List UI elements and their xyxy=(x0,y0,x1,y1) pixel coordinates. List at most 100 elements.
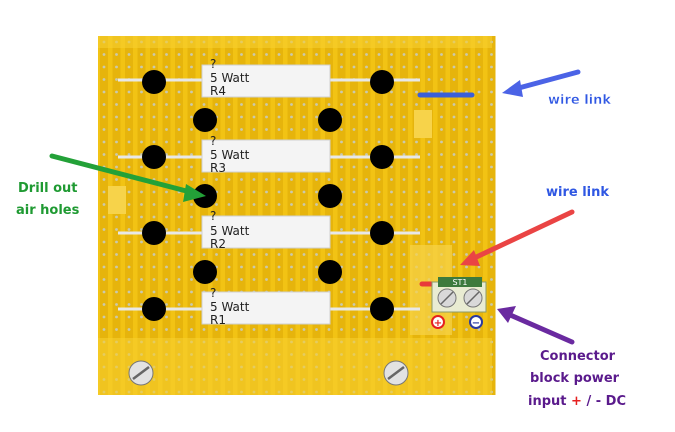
solder-pad xyxy=(190,53,193,56)
solder-pad xyxy=(215,178,218,181)
solder-pad xyxy=(365,228,368,231)
solder-pad xyxy=(477,203,481,206)
solder-pad xyxy=(465,53,468,56)
solder-pad xyxy=(127,115,131,119)
solder-pad xyxy=(227,190,231,194)
solder-pad xyxy=(452,115,456,119)
solder-pad xyxy=(465,215,468,219)
solder-pad xyxy=(302,253,306,256)
connector-label-line3: input + / - DC xyxy=(528,394,626,409)
solder-pad xyxy=(352,190,356,194)
solder-pad xyxy=(465,328,468,331)
solder-pad xyxy=(127,103,131,106)
resistor-rating: 5 Watt xyxy=(210,300,250,314)
solder-pad xyxy=(190,215,193,219)
connector-label-input: input xyxy=(528,394,571,409)
solder-pad xyxy=(177,228,181,231)
solder-pad xyxy=(140,90,143,94)
solder-pad xyxy=(452,128,456,131)
solder-pad xyxy=(165,303,168,306)
solder-pad xyxy=(427,165,431,169)
solder-pad xyxy=(377,65,381,69)
solder-pad-block xyxy=(108,186,126,214)
connector-block: ST1 + − xyxy=(431,277,487,329)
solder-pad xyxy=(377,203,381,206)
solder-pad xyxy=(377,215,381,219)
solder-pad xyxy=(277,203,281,206)
solder-pad xyxy=(477,240,481,244)
solder-pad xyxy=(102,90,106,94)
solder-pad xyxy=(365,115,368,119)
solder-pad xyxy=(315,53,318,56)
solder-pad xyxy=(340,228,343,231)
solder-pad xyxy=(277,265,281,269)
solder-pad xyxy=(102,228,106,231)
solder-pad xyxy=(127,53,131,56)
resistor-r4: ? 5 Watt R4 xyxy=(118,57,420,98)
solder-pad xyxy=(377,128,381,131)
solder-pad xyxy=(477,53,481,56)
resistor-value: ? xyxy=(210,134,216,148)
solder-pad xyxy=(302,265,306,269)
solder-pad xyxy=(152,103,156,106)
resistor-lead-hole xyxy=(370,221,394,245)
solder-pad xyxy=(115,65,118,69)
solder-pad xyxy=(427,140,431,144)
arrow-red xyxy=(460,209,575,266)
solder-pad xyxy=(190,178,193,181)
solder-pad xyxy=(127,190,131,194)
solder-pad xyxy=(240,278,243,281)
solder-pad xyxy=(340,153,343,156)
solder-pad xyxy=(277,278,281,281)
air-hole xyxy=(318,260,342,284)
copper-strip xyxy=(387,36,396,395)
solder-pad xyxy=(102,115,106,119)
copper-strip xyxy=(450,36,458,395)
solder-pad-block xyxy=(414,110,432,138)
solder-pad xyxy=(465,140,468,144)
solder-pad xyxy=(152,140,156,144)
solder-pad xyxy=(452,315,456,319)
solder-pad xyxy=(202,328,206,331)
connector-label-bar xyxy=(438,277,482,287)
solder-pad xyxy=(265,190,268,194)
solder-pad xyxy=(427,153,431,156)
solder-pad xyxy=(390,140,393,144)
solder-pad xyxy=(290,178,293,181)
copper-strips xyxy=(100,36,496,395)
resistor-lead-hole xyxy=(142,145,166,169)
solder-pad xyxy=(390,328,393,331)
solder-pad xyxy=(352,128,356,131)
solder-pad xyxy=(490,78,493,81)
solder-pad xyxy=(115,128,118,131)
solder-pad xyxy=(152,203,156,206)
resistor-lead-hole xyxy=(370,70,394,94)
solder-pad xyxy=(240,178,243,181)
solder-pad xyxy=(140,128,143,131)
solder-pad xyxy=(315,278,318,281)
solder-pad xyxy=(377,265,381,269)
solder-pad xyxy=(402,128,406,131)
solder-pad xyxy=(327,328,331,331)
resistor-ref: R1 xyxy=(210,313,226,327)
solder-pad xyxy=(465,128,468,131)
mounting-screw xyxy=(128,360,154,386)
solder-pad xyxy=(127,253,131,256)
solder-pad xyxy=(152,115,156,119)
solder-pad xyxy=(190,140,193,144)
solder-pad xyxy=(352,215,356,219)
solder-pad xyxy=(115,215,118,219)
solder-pad xyxy=(352,140,356,144)
solder-pad xyxy=(152,190,156,194)
resistor-rating: 5 Watt xyxy=(210,71,250,85)
solder-pad xyxy=(365,53,368,56)
solder-pad xyxy=(390,190,393,194)
solder-pad xyxy=(490,290,493,294)
solder-pad xyxy=(127,65,131,69)
solder-pad xyxy=(252,328,256,331)
solder-pad xyxy=(165,115,168,119)
solder-pad xyxy=(290,115,293,119)
copper-strip xyxy=(437,36,446,395)
solder-pad xyxy=(415,228,418,231)
solder-pad xyxy=(190,165,193,169)
